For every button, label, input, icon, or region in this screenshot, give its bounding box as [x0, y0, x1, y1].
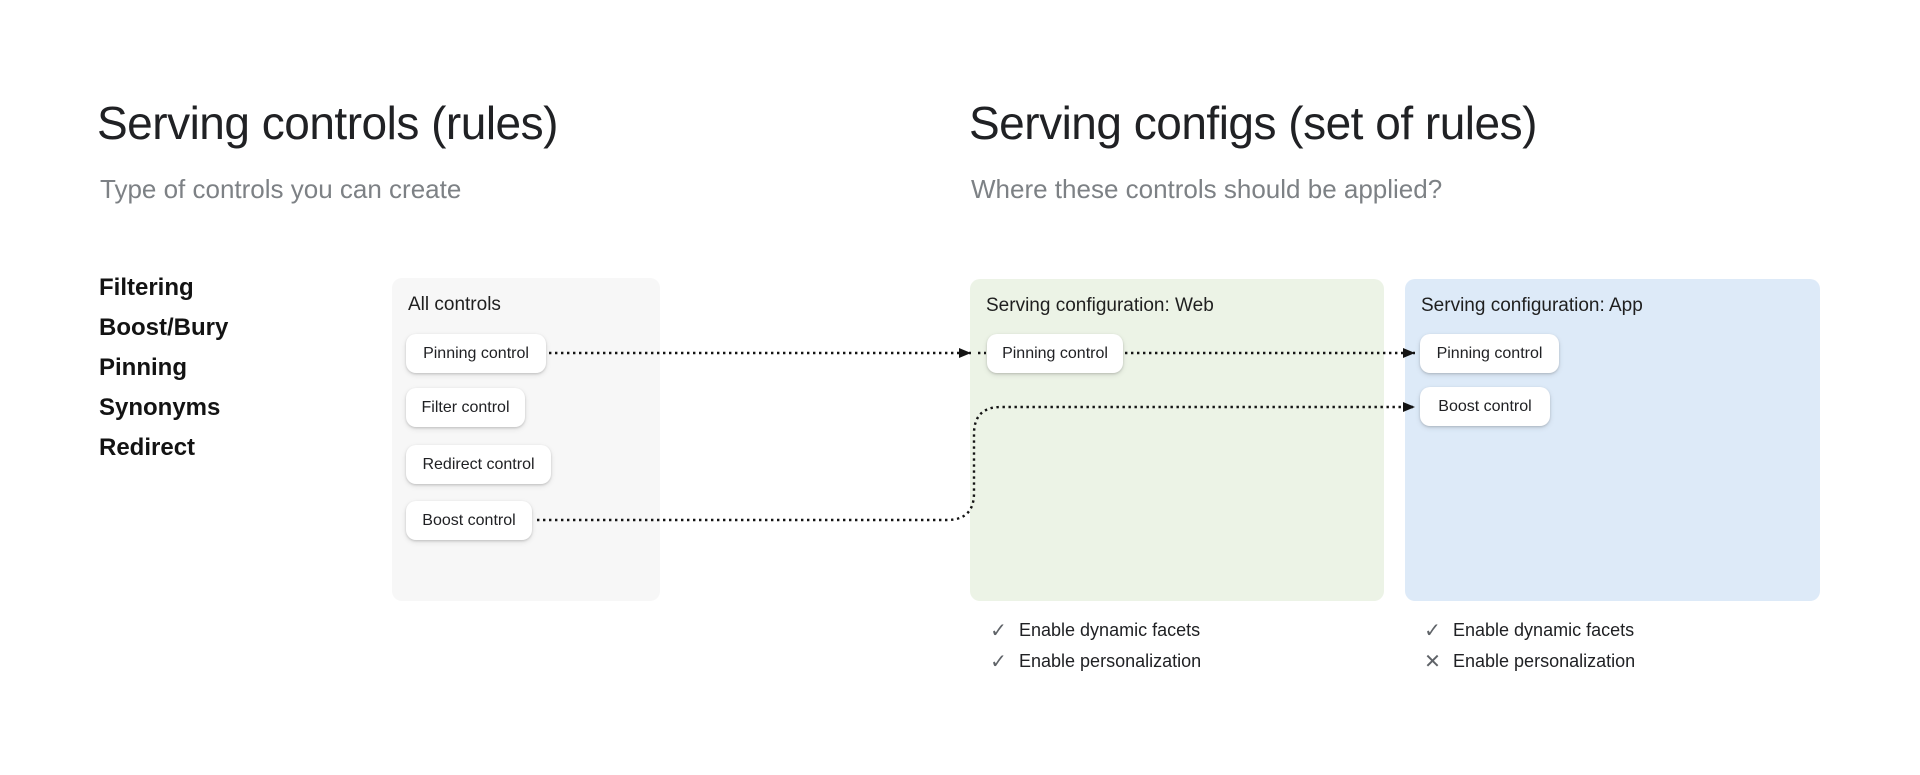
check-icon: ✓: [990, 651, 1007, 673]
chip-boost-control: Boost control: [406, 501, 532, 540]
control-type-filtering: Filtering: [99, 274, 194, 301]
feature-row: ✓ Enable dynamic facets: [1422, 615, 1635, 646]
web-chip-pinning-control: Pinning control: [987, 334, 1123, 373]
all-controls-card: All controls Pinning control Filter cont…: [392, 278, 660, 601]
app-chip-boost-control: Boost control: [1420, 387, 1550, 426]
left-section-title: Serving controls (rules): [97, 97, 558, 149]
chip-pinning-control: Pinning control: [406, 334, 546, 373]
all-controls-card-title: All controls: [408, 294, 501, 315]
control-type-boost-bury: Boost/Bury: [99, 314, 229, 341]
app-config-features: ✓ Enable dynamic facets ✕ Enable persona…: [1422, 615, 1635, 677]
web-config-card: Serving configuration: Web Pinning contr…: [970, 279, 1384, 601]
web-config-features: ✓ Enable dynamic facets ✓ Enable persona…: [988, 615, 1201, 677]
feature-label: Enable dynamic facets: [1019, 620, 1201, 640]
control-type-pinning: Pinning: [99, 354, 187, 381]
control-type-redirect: Redirect: [99, 434, 196, 461]
chip-filter-control: Filter control: [406, 388, 525, 427]
app-config-card: Serving configuration: App Pinning contr…: [1405, 279, 1820, 601]
left-section-subtitle: Type of controls you can create: [100, 174, 462, 204]
control-type-synonyms: Synonyms: [99, 394, 221, 421]
control-types-list: Filtering Boost/Bury Pinning Synonyms Re…: [99, 268, 228, 468]
check-icon: ✓: [990, 620, 1007, 642]
app-config-card-title: Serving configuration: App: [1421, 295, 1643, 316]
right-section-title: Serving configs (set of rules): [969, 97, 1537, 149]
cross-icon: ✕: [1424, 651, 1441, 673]
feature-row: ✕ Enable personalization: [1422, 646, 1635, 677]
feature-row: ✓ Enable personalization: [988, 646, 1201, 677]
feature-row: ✓ Enable dynamic facets: [988, 615, 1201, 646]
app-chip-pinning-control: Pinning control: [1420, 334, 1559, 373]
feature-label: Enable personalization: [1019, 651, 1202, 671]
feature-label: Enable dynamic facets: [1453, 620, 1635, 640]
web-config-card-title: Serving configuration: Web: [986, 295, 1214, 316]
feature-label: Enable personalization: [1453, 651, 1636, 671]
right-section-subtitle: Where these controls should be applied?: [971, 174, 1443, 204]
chip-redirect-control: Redirect control: [406, 445, 551, 484]
check-icon: ✓: [1424, 620, 1441, 642]
